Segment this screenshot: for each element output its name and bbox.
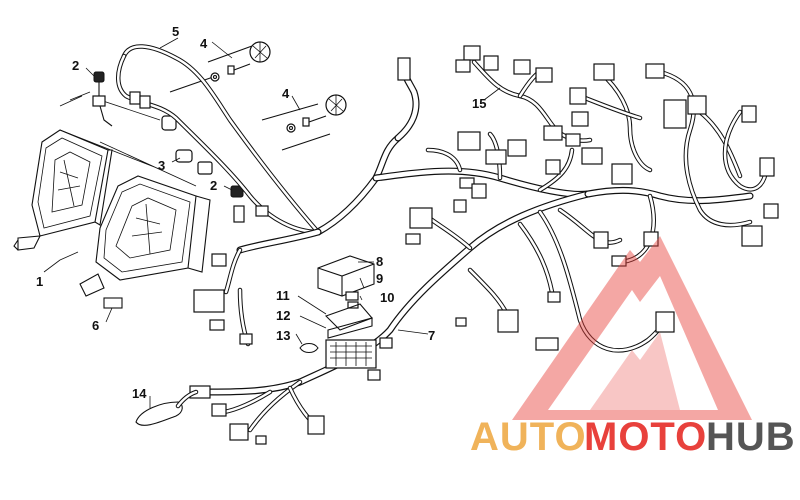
- watermark-word-moto: MOTO: [584, 415, 707, 459]
- callout-4-lower: 4: [282, 86, 290, 101]
- headlight-harness: [116, 44, 321, 235]
- callout-1: 1: [36, 274, 43, 289]
- callout-2-lower: 2: [210, 178, 217, 193]
- harness-connectors: [189, 57, 675, 445]
- callout-8: 8: [376, 254, 383, 269]
- callout-14: 14: [132, 386, 147, 401]
- part-14-sensor: [135, 389, 199, 426]
- callout-7: 7: [428, 328, 435, 343]
- callout-4-upper: 4: [200, 36, 208, 51]
- upper-right-harness: [471, 59, 769, 228]
- callout-5: 5: [172, 24, 179, 39]
- part-6-pad: [103, 297, 123, 309]
- watermark-triangle-shape: [512, 236, 752, 420]
- headlight-assembly: [13, 99, 211, 297]
- bulb-socket-set: [59, 41, 347, 223]
- upper-right-connectors: [455, 45, 779, 247]
- leader-lines: [43, 37, 501, 408]
- callout-2-upper: 2: [72, 58, 79, 73]
- relay-fuse-block: [299, 255, 377, 369]
- watermark-word-auto: AUTO: [470, 415, 587, 459]
- callout-10: 10: [380, 290, 394, 305]
- callout-9: 9: [376, 271, 383, 286]
- automotohub-watermark: [512, 236, 752, 420]
- watermark-word-hub: HUB: [706, 415, 796, 459]
- callout-15: 15: [472, 96, 486, 111]
- callout-12: 12: [276, 308, 290, 323]
- callout-3: 3: [158, 158, 165, 173]
- callout-11: 11: [276, 288, 290, 303]
- callout-6: 6: [92, 318, 99, 333]
- callout-13: 13: [276, 328, 290, 343]
